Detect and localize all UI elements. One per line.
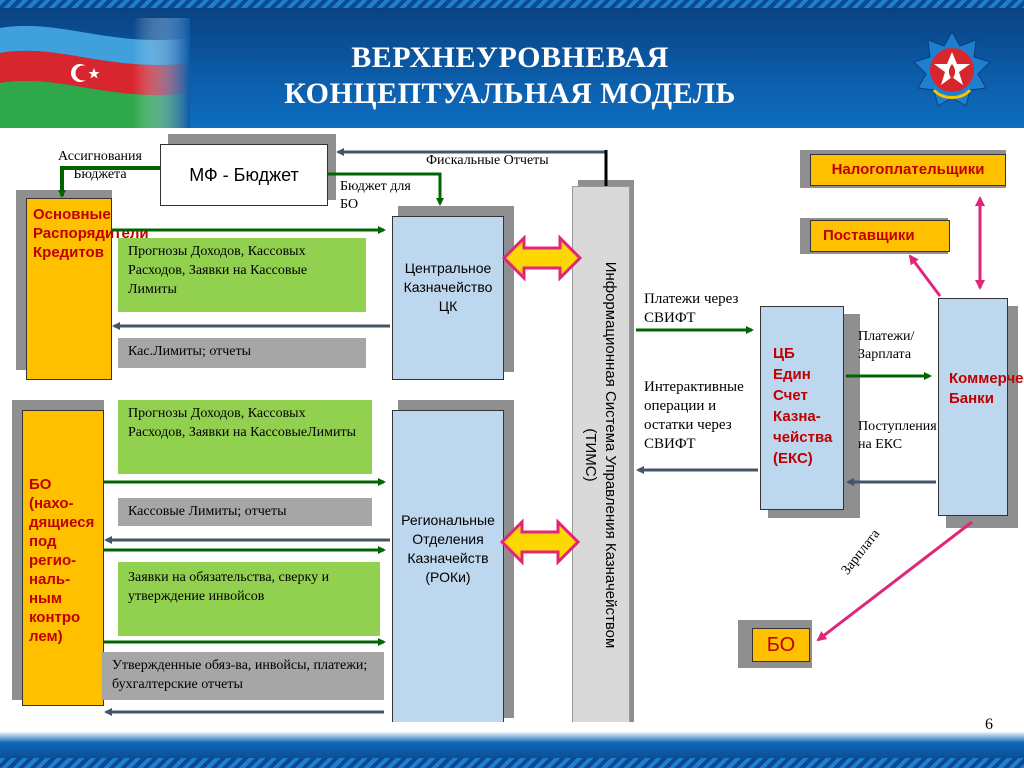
interactive-ops-label: Интерактивные операции и остатки через С… [644, 379, 744, 452]
arrow-banks-suppliers [908, 254, 942, 297]
budget-for-bo-label: Бюджет для БО [340, 179, 411, 212]
title-line-1: ВЕРХНЕУРОВНЕВАЯ [351, 41, 669, 74]
payments-salary-label: Платежи/ Зарплата [858, 329, 915, 362]
double-arrow-regional [499, 518, 581, 566]
arrow-budget-for-bo [328, 172, 444, 206]
arrow-salary-bo [816, 520, 973, 642]
limits-reports-central-label: Кас.Лимиты; отчеты [118, 338, 366, 368]
double-arrow-central [501, 234, 583, 282]
commitments-label: Заявки на обязательства, сверку и утверж… [118, 562, 380, 636]
bo-node: БО [752, 628, 810, 662]
tims-bar [572, 186, 630, 726]
emblem-icon [913, 30, 991, 107]
arrow-appropriations [58, 166, 160, 198]
appropriations-label: Ассигнования Бюджета [58, 149, 142, 182]
header-stripe [0, 0, 1024, 8]
flag-icon [0, 18, 190, 128]
fiscal-reports-label: Фискальные Отчеты [426, 153, 549, 168]
mf-budget-node: МФ - Бюджет [160, 144, 328, 206]
forecasts-regional-label: Прогнозы Доходов, Кассовых Расходов, Зая… [118, 400, 372, 474]
title-line-2: КОНЦЕПТУАЛЬНАЯ МОДЕЛЬ [284, 77, 736, 110]
commercial-banks-node: Коммерческие Банки [938, 298, 1024, 516]
limits-reports-regional-label: Кассовые Лимиты; отчеты [118, 498, 372, 526]
page-number: 6 [985, 716, 993, 733]
footer-stripe [0, 758, 1024, 768]
suppliers-node: Поставщики [810, 220, 950, 252]
payments-swift-label: Платежи через СВИФТ [644, 291, 739, 326]
arrow-fiscal-reports [336, 148, 608, 186]
regional-treasury-node: Региональные Отделения Казначейств (РОКи… [392, 410, 504, 728]
central-treasury-node: Центральное Казначейство ЦК [392, 216, 504, 380]
taxpayers-node: Налогоплательщики [810, 154, 1006, 186]
receipts-tsa-label: Поступления на ЕКС [858, 419, 937, 452]
cb-tsa-node: ЦБ Един Счет Казна-чейства (ЕКС) [760, 306, 844, 510]
approved-label: Утвержденные обяз-ва, инвойсы, платежи; … [102, 652, 384, 700]
forecasts-central-label: Прогнозы Доходов, Кассовых Расходов, Зая… [118, 238, 366, 312]
bo-regional-node: БО (нахо-дящиеся под регио-наль-ным конт… [22, 410, 104, 706]
page-title: ВЕРХНЕУРОВНЕВАЯ КОНЦЕПТУАЛЬНАЯ МОДЕЛЬ [280, 40, 740, 112]
